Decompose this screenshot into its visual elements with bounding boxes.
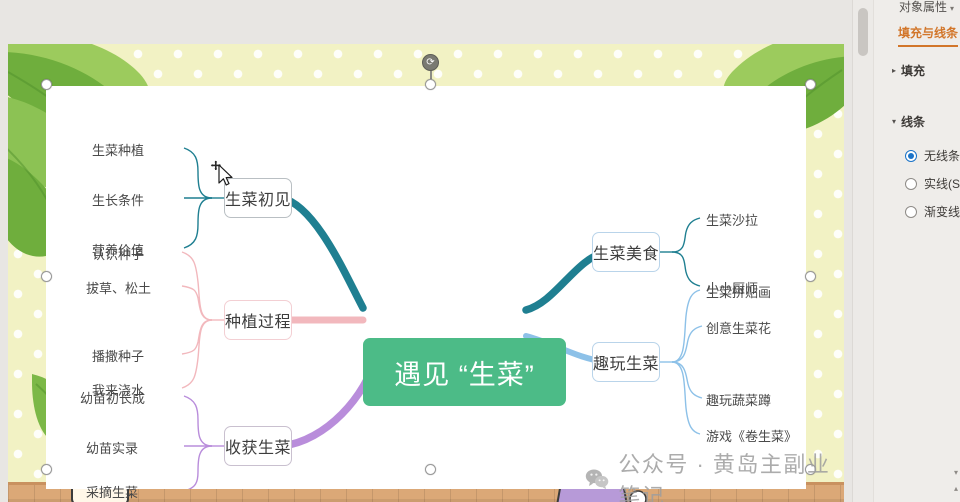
panel-tabs: 填充与线条 效 [898,24,960,47]
mindmap-branch-node-5[interactable]: 趣玩生菜 [592,342,660,382]
mindmap-branch-label-1: 生菜初见 [225,192,292,209]
resize-handle-bottom-right[interactable] [805,464,816,475]
resize-handle-middle-right[interactable] [805,271,816,282]
resize-handle-bottom-center[interactable] [425,464,436,475]
mindmap-leaf-3-2[interactable]: 幼苗实录 [86,441,139,456]
mindmap-leaf-5-4[interactable]: 游戏《卷生菜》 [706,429,798,444]
wechat-icon [585,468,609,489]
radio-label-no-line: 无线条(N [924,149,960,163]
mindmap-leaf-2-1[interactable]: 认识种子 [92,247,145,262]
mindmap-branch-label-2: 种植过程 [225,314,292,331]
mindmap-leaf-2-4[interactable]: 我来浇水 [92,383,145,398]
mindmap-leaf-2-2[interactable]: 拔草、松土 [86,281,152,296]
mindmap-leaf-1-2[interactable]: 生长条件 [92,193,145,208]
panel-scroll-down-icon[interactable]: ▾ [953,468,958,477]
mindmap-branch-label-4: 生菜美食 [593,246,660,263]
section-line[interactable]: ▾ 线条 [892,113,925,130]
slide-workspace[interactable]: 遇见 “生菜” 生菜初见 种植过程 收获生菜 生菜美食 [0,0,852,502]
radio-label-gradient-line: 渐变线(G [924,205,960,219]
radio-icon-unselected-gradient [905,205,917,218]
resize-handle-top-center[interactable] [425,79,436,90]
radio-label-solid-line: 实线(S) [924,177,960,191]
radio-icon-selected [905,149,917,162]
watermark-text: 公众号 · 黄岛主副业笔记 [618,452,831,502]
mindmap-content-frame[interactable]: 遇见 “生菜” 生菜初见 种植过程 收获生菜 生菜美食 [46,86,806,500]
section-fill-label: 填充 [901,64,926,78]
section-line-label: 线条 [901,115,926,129]
mindmap-connectors [181,147,703,489]
radio-option-gradient-line[interactable]: 渐变线(G [905,203,960,220]
mindmap-leaf-4-2[interactable]: 小小厨师 [706,281,759,296]
mindmap-branch-node-2[interactable]: 种植过程 [224,300,292,340]
section-fill[interactable]: ▸ 填充 [892,62,925,79]
triangle-down-icon: ▾ [892,117,897,126]
radio-icon-unselected-solid [905,177,917,190]
mindmap-leaf-3-3[interactable]: 采摘生菜 [86,485,139,500]
resize-handle-top-left[interactable] [41,79,52,90]
triangle-right-icon: ▸ [892,66,897,75]
tab-fill-and-line[interactable]: 填充与线条 [898,24,959,47]
radio-option-no-line[interactable]: 无线条(N [905,147,960,164]
rotate-handle[interactable]: ⟳ [422,54,439,71]
panel-scroll-up-icon[interactable]: ▴ [953,484,958,493]
slide-canvas[interactable]: 遇见 “生菜” 生菜初见 种植过程 收获生菜 生菜美食 [8,44,844,502]
resize-handle-middle-left[interactable] [41,271,52,282]
mindmap-leaf-1-3[interactable]: 营养价值 [92,243,145,258]
mindmap-leaf-5-2[interactable]: 创意生菜花 [706,321,772,336]
mindmap-branch-label-3: 收获生菜 [225,440,292,457]
mindmap-branch-node-1[interactable]: 生菜初见 [224,178,292,218]
mouse-cursor-move-icon [210,160,233,186]
mindmap-branch-label-5: 趣玩生菜 [593,356,660,373]
object-properties-panel: 对象属性▾ 填充与线条 效 ▸ 填充 ▾ 线条 无线条(N 实线(S) [852,0,960,502]
radio-option-solid-line[interactable]: 实线(S) [905,175,960,192]
mindmap-branch-node-4[interactable]: 生菜美食 [592,232,660,272]
watermark: 公众号 · 黄岛主副业笔记 [585,447,852,502]
mindmap-leaf-5-3[interactable]: 趣玩蔬菜蹲 [706,393,772,408]
mindmap-leaf-5-1[interactable]: 生菜拼贴画 [706,285,772,300]
panel-scrollbar-thumb[interactable] [858,8,868,56]
mindmap-center-node[interactable]: 遇见 “生菜” [363,338,566,406]
panel-body: 对象属性▾ 填充与线条 效 ▸ 填充 ▾ 线条 无线条(N 实线(S) [873,0,960,502]
mindmap-branch-node-3[interactable]: 收获生菜 [224,426,292,466]
panel-title[interactable]: 对象属性▾ [899,0,955,14]
rotation-stem [430,66,432,86]
resize-handle-top-right[interactable] [805,79,816,90]
mindmap-center-label: 遇见 “生菜” [394,359,535,390]
mindmap-leaf-4-1[interactable]: 生菜沙拉 [706,213,759,228]
mindmap-leaf-2-3[interactable]: 播撒种子 [92,349,145,364]
mindmap: 遇见 “生菜” 生菜初见 种植过程 收获生菜 生菜美食 [46,86,806,500]
mindmap-leaf-3-1[interactable]: 幼苗初长成 [80,391,146,406]
resize-handle-bottom-left[interactable] [41,464,52,475]
chevron-down-icon: ▾ [950,4,955,13]
mindmap-leaf-1-1[interactable]: 生菜种植 [92,143,145,158]
